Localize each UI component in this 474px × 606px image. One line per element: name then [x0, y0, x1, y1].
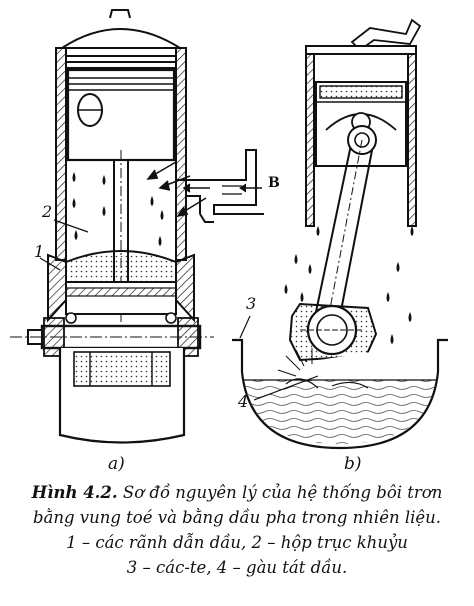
oil-drops-a [72, 172, 164, 246]
caption-title-line-1: Hình 4.2. Sơ đồ nguyên lý của hệ thống b… [0, 480, 474, 505]
panel-a-label: a) [108, 454, 125, 474]
caption-title-part-1: Sơ đồ nguyên lý của hệ thống bôi trơn [117, 483, 443, 502]
caption-title-line-2: bằng vung toé và bằng dầu pha trong nhiê… [32, 508, 442, 527]
panel-b-label: b) [344, 454, 362, 474]
piston-a [66, 68, 176, 162]
caption-legend-line-2: 3 – các-te, 4 – gàu tát dầu. [126, 558, 348, 577]
oil-sump [232, 338, 448, 450]
fuel-flow-arrows [146, 161, 210, 218]
big-end-b [288, 302, 378, 362]
callout-4: 4 [238, 392, 249, 411]
cylinder-head [58, 9, 184, 69]
figure-caption: Hình 4.2. Sơ đồ nguyên lý của hệ thống b… [0, 480, 474, 580]
engine-a [10, 9, 264, 444]
callout-3: 3 [246, 294, 257, 313]
lubrication-diagram: B 2 1 3 4 a) b) [10, 9, 448, 474]
connecting-rod-b [315, 125, 377, 331]
figure-number: Hình 4.2. [31, 483, 118, 502]
engine-b [232, 18, 448, 450]
intake-port [176, 149, 264, 223]
caption-legend-line-1: 1 – các rãnh dẫn dầu, 2 – hộp trục khuỷu [66, 533, 408, 552]
piston-b [315, 81, 407, 167]
callout-2: 2 [42, 202, 53, 221]
oil-drops-b [284, 226, 414, 344]
arrow-label-b: B [268, 175, 280, 191]
callout-1: 1 [34, 242, 45, 261]
oil-splash [277, 348, 313, 377]
